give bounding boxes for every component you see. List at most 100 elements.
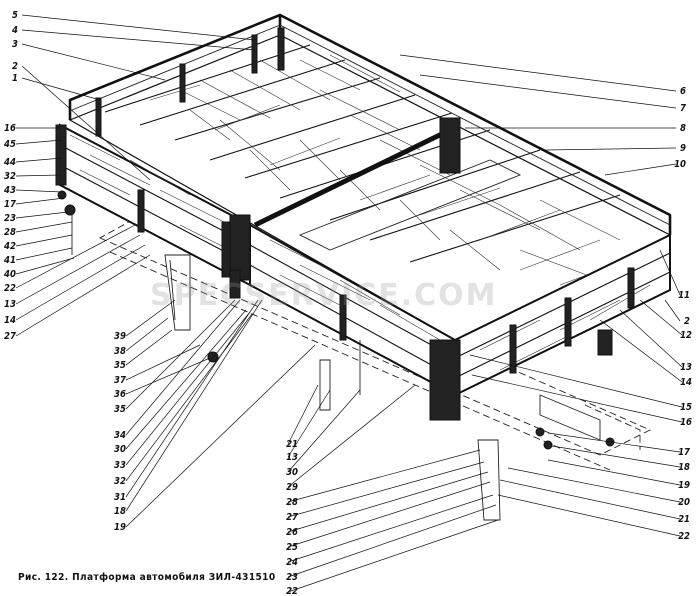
callout-number: 30 xyxy=(114,444,126,455)
leader-line xyxy=(287,449,481,503)
leader-line xyxy=(287,481,491,548)
callout-number: 40 xyxy=(4,269,16,280)
callout-number: 14 xyxy=(680,377,692,388)
leader-line xyxy=(15,221,73,233)
callout-number: 18 xyxy=(678,462,690,473)
leader-line xyxy=(125,299,241,436)
leader-line xyxy=(15,254,151,337)
leader-line xyxy=(287,471,489,533)
left-exploded-parts xyxy=(57,190,241,363)
leader-line xyxy=(287,504,497,578)
callout-number: 26 xyxy=(286,527,298,538)
leader-line xyxy=(507,467,681,503)
leader-line xyxy=(125,311,251,466)
callout-number: 23 xyxy=(4,213,16,224)
callout-number: 19 xyxy=(678,480,690,491)
callout-number: 30 xyxy=(286,467,298,478)
leader-line xyxy=(15,211,69,219)
callout-number: 42 xyxy=(4,241,16,252)
callout-number: 7 xyxy=(680,103,686,114)
callout-number: 38 xyxy=(114,346,126,357)
leader-line xyxy=(125,313,253,482)
leader-line xyxy=(15,247,73,261)
callout-number: 15 xyxy=(680,402,692,413)
leader-line xyxy=(15,234,73,247)
callout-number: 45 xyxy=(4,139,16,150)
callout-number: 41 xyxy=(4,255,16,266)
callout-number: 20 xyxy=(678,497,690,508)
callout-number: 35 xyxy=(114,404,126,415)
callout-number: 35 xyxy=(114,360,126,371)
leader-line xyxy=(287,461,485,518)
leader-line xyxy=(125,309,247,450)
leader-line xyxy=(499,479,681,520)
leader-line xyxy=(125,329,173,366)
callout-number: 9 xyxy=(680,143,686,154)
callout-number: 6 xyxy=(680,86,686,97)
callout-number: 3 xyxy=(12,39,18,50)
leader-line xyxy=(659,249,681,296)
callout-number: 14 xyxy=(4,315,16,326)
callout-number: 23 xyxy=(286,572,298,583)
callout-number: 18 xyxy=(114,506,126,517)
leader-line xyxy=(497,494,681,537)
leader-line xyxy=(125,299,259,498)
callout-number: 17 xyxy=(678,447,690,458)
leader-line xyxy=(125,357,211,395)
callout-number: 24 xyxy=(286,557,298,568)
callout-number: 10 xyxy=(674,159,686,170)
leader-line xyxy=(287,384,416,488)
leader-line xyxy=(125,344,201,381)
rear-exploded-parts xyxy=(319,329,615,521)
leader-line xyxy=(287,389,331,458)
leader-line xyxy=(399,54,677,92)
callout-number: 13 xyxy=(680,362,692,373)
callout-number: 27 xyxy=(286,512,298,523)
leader-line xyxy=(287,384,319,445)
rear-board xyxy=(429,233,671,421)
leader-line xyxy=(21,65,151,181)
callout-number: 28 xyxy=(286,497,298,508)
callout-number: 43 xyxy=(4,185,16,196)
callout-number: 5 xyxy=(12,10,18,21)
leader-line xyxy=(125,344,316,528)
callout-number: 17 xyxy=(4,199,16,210)
callout-number: 12 xyxy=(680,330,692,341)
callout-number: 21 xyxy=(286,439,298,450)
callout-number: 27 xyxy=(4,331,16,342)
callout-number: 36 xyxy=(114,389,126,400)
leader-line xyxy=(599,319,683,383)
callout-number: 2 xyxy=(684,316,690,327)
callout-number: 28 xyxy=(4,227,16,238)
leader-line xyxy=(15,224,136,289)
leader-line xyxy=(21,29,256,51)
leader-line xyxy=(15,157,63,163)
callout-number: 22 xyxy=(4,283,16,294)
callout-number: 39 xyxy=(114,331,126,342)
leader-line xyxy=(125,299,236,410)
callout-number: 32 xyxy=(114,476,126,487)
callout-number: 4 xyxy=(12,25,18,36)
leader-line xyxy=(469,354,683,408)
callout-number: 11 xyxy=(678,290,690,301)
callout-number: 22 xyxy=(286,586,298,596)
leader-line xyxy=(287,389,361,473)
leader-line xyxy=(21,43,166,81)
leader-line xyxy=(547,432,681,453)
callout-number: 37 xyxy=(114,375,126,386)
callout-number: 31 xyxy=(114,492,126,503)
callout-number: 22 xyxy=(678,531,690,542)
callout-number: 32 xyxy=(4,171,16,182)
callout-number: 29 xyxy=(286,482,298,493)
figure-caption: Рис. 122. Платформа автомобиля ЗИЛ-43151… xyxy=(18,572,276,583)
callout-number: 33 xyxy=(114,460,126,471)
leader-line xyxy=(604,163,677,176)
leader-line xyxy=(15,234,141,305)
leader-line xyxy=(15,244,146,321)
callout-number: 34 xyxy=(114,430,126,441)
leader-line xyxy=(125,317,169,352)
leader-line xyxy=(551,445,681,468)
center-bar xyxy=(229,117,461,281)
leader-line xyxy=(471,374,683,423)
